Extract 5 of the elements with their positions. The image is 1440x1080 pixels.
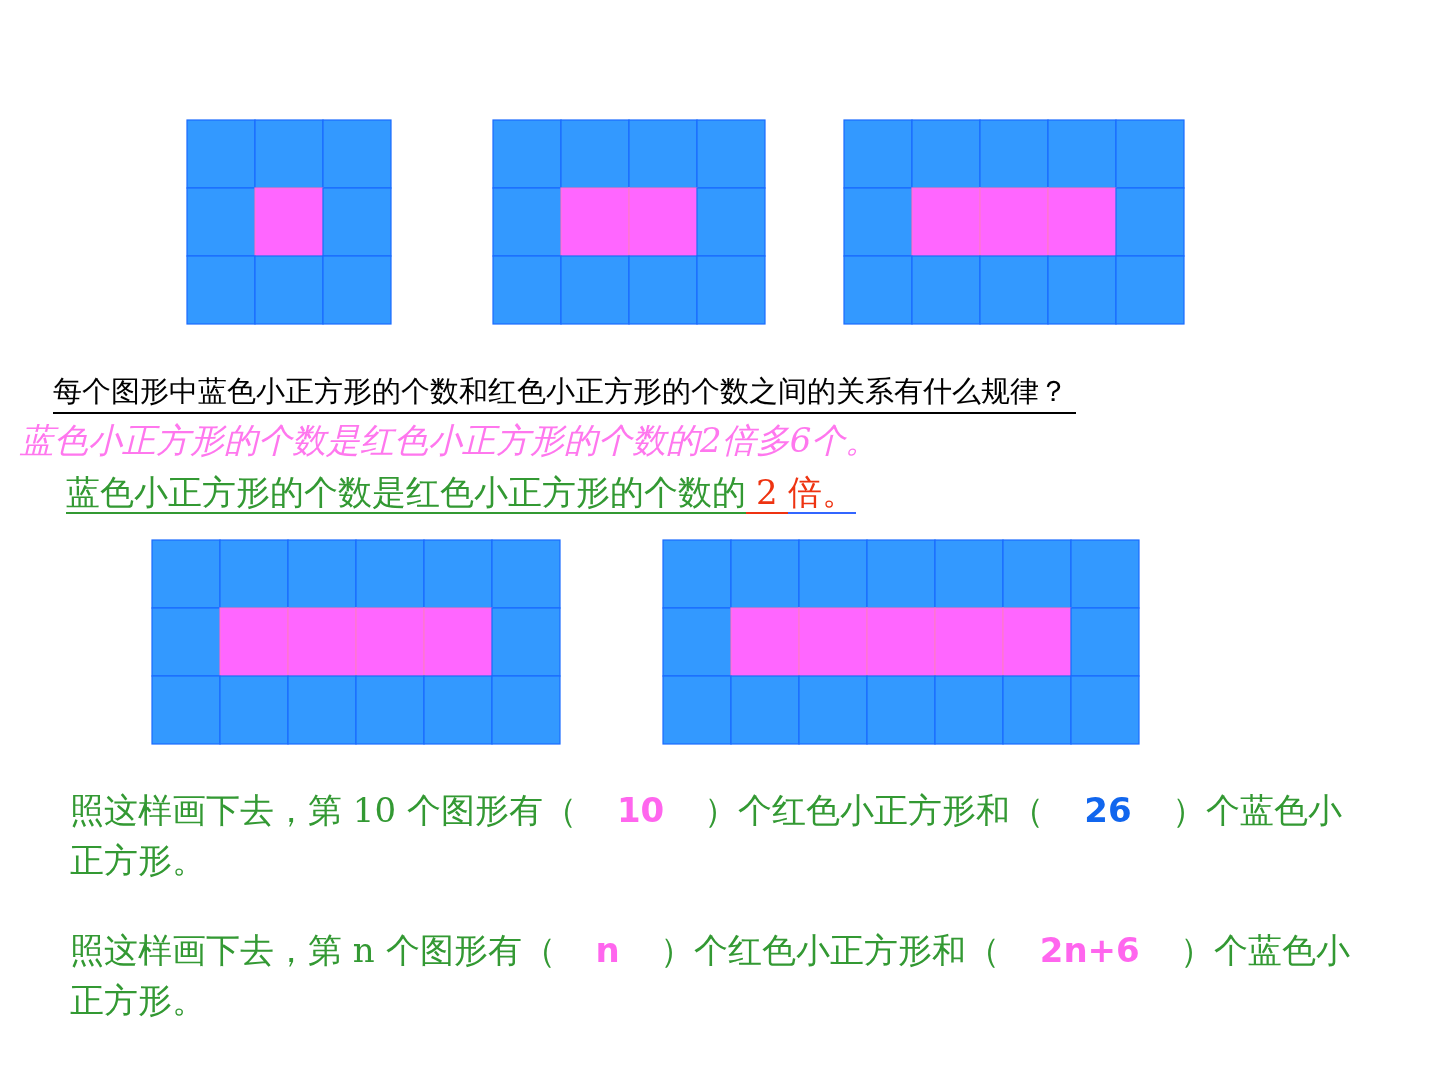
question-sentence: 照这样画下去，第 10 个图形有（ 10 ）个红色小正方形和（ 26 ）个蓝色小正方形。 bbox=[70, 789, 1343, 882]
answer-text: 蓝色小正方形的个数是红色小正方形的个数的2倍多6个。 bbox=[20, 419, 880, 462]
question-sentence: 照这样画下去，第 n 个图形有（ n ）个红色小正方形和（ 2n+6 ）个蓝色小正方形。 bbox=[70, 929, 1351, 1022]
question-text: 每个图形中蓝色小正方形的个数和红色小正方形的个数之间的关系有什么规律？ bbox=[53, 372, 1076, 414]
answer-sentence: 蓝色小正方形的个数是红色小正方形的个数的 2 倍。 bbox=[66, 471, 856, 516]
